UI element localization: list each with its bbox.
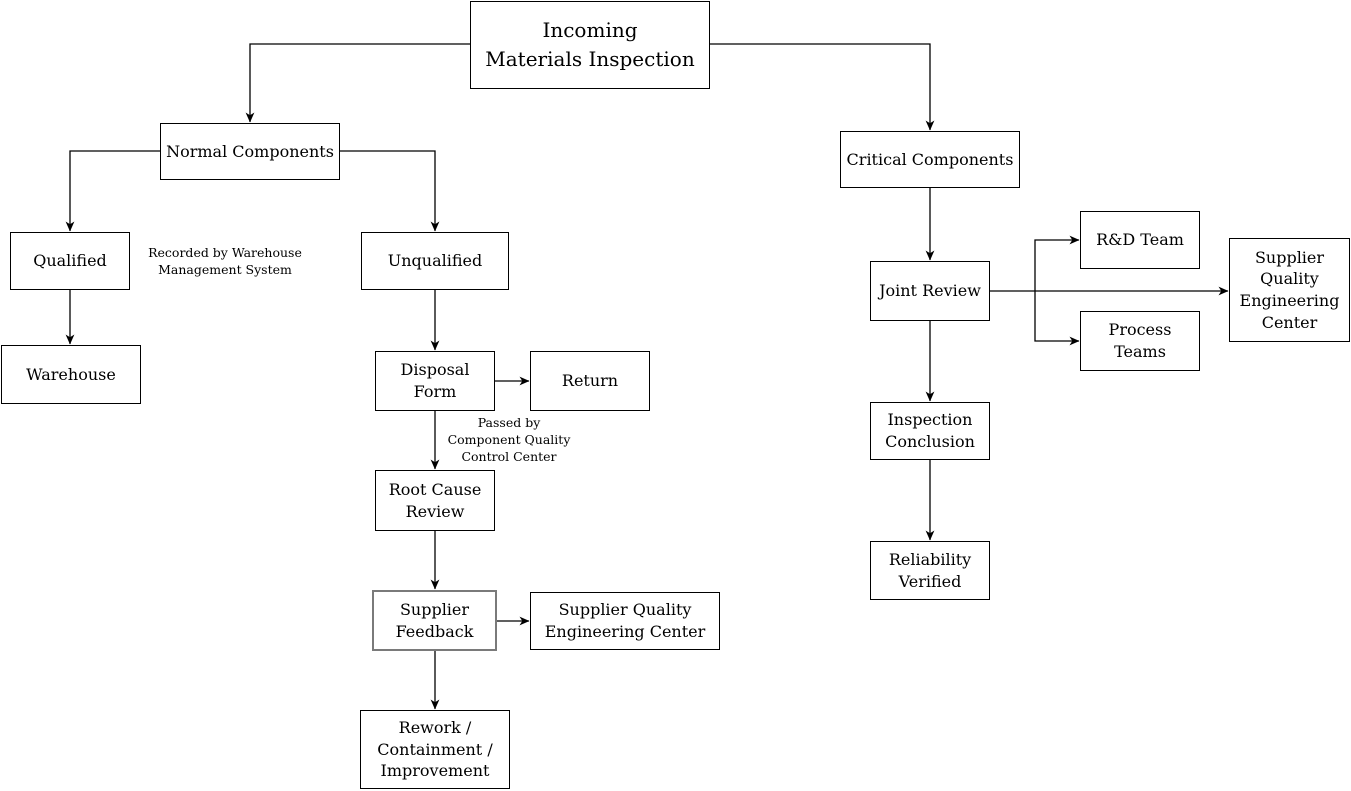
node-label: Return <box>561 371 619 391</box>
node-label: Unqualified <box>387 251 483 271</box>
connector-branch-to-process <box>1034 291 1080 346</box>
node-incoming-materials-inspection: Incoming Materials Inspection <box>470 1 710 89</box>
node-inspection-conclusion: Inspection Conclusion <box>870 402 990 460</box>
node-process-teams: Process Teams <box>1080 311 1200 371</box>
connector-branch-to-rd <box>1034 235 1080 291</box>
node-label: Supplier Quality Engineering Center <box>544 600 706 641</box>
node-label: Incoming Materials Inspection <box>485 18 695 71</box>
connector-title-to-critical <box>710 43 935 131</box>
node-label: Supplier Feedback <box>395 599 474 641</box>
node-supplier-quality-engineering-center: Supplier Quality Engineering Center <box>530 592 720 650</box>
node-root-cause-review: Root Cause Review <box>375 470 495 531</box>
node-label: Process Teams <box>1108 320 1172 361</box>
node-label: Rework / Containment / Improvement <box>377 718 493 781</box>
node-label: Root Cause Review <box>388 479 482 521</box>
node-label: Reliability Verified <box>888 549 972 591</box>
node-label: Normal Components <box>166 141 334 161</box>
node-disposal-form: Disposal Form <box>375 351 495 411</box>
connector-normal-to-qualified <box>65 150 160 232</box>
node-label: Qualified <box>33 251 107 271</box>
node-label: Critical Components <box>846 149 1014 169</box>
node-rework-containment-improvement: Rework / Containment / Improvement <box>360 710 510 789</box>
node-unqualified: Unqualified <box>361 232 509 290</box>
node-label: Disposal Form <box>400 360 470 401</box>
node-joint-review: Joint Review <box>870 261 990 321</box>
node-rd-team: R&D Team <box>1080 211 1200 269</box>
node-critical-components: Critical Components <box>840 131 1020 188</box>
node-label: R&D Team <box>1096 230 1184 250</box>
node-return: Return <box>530 351 650 411</box>
node-reliability-verified: Reliability Verified <box>870 541 990 600</box>
node-label: Supplier Quality Engineering Center <box>1239 247 1340 332</box>
annotation-recorded-by-wms: Recorded by Warehouse Management System <box>148 245 302 277</box>
node-label: Joint Review <box>879 281 981 301</box>
node-qualified: Qualified <box>10 232 130 290</box>
annotation-passed-by-cqcc: Passed by Component Quality Control Cent… <box>447 415 571 464</box>
node-normal-components: Normal Components <box>160 123 340 180</box>
node-supplier-quality-engineering-center-right: Supplier Quality Engineering Center <box>1229 238 1350 342</box>
connector-normal-to-unqualified <box>340 150 440 232</box>
connector-title-to-normal <box>245 43 470 123</box>
node-label: Inspection Conclusion <box>885 410 975 451</box>
node-supplier-feedback: Supplier Feedback <box>372 590 497 651</box>
node-warehouse: Warehouse <box>1 345 141 404</box>
node-label: Warehouse <box>26 364 116 384</box>
